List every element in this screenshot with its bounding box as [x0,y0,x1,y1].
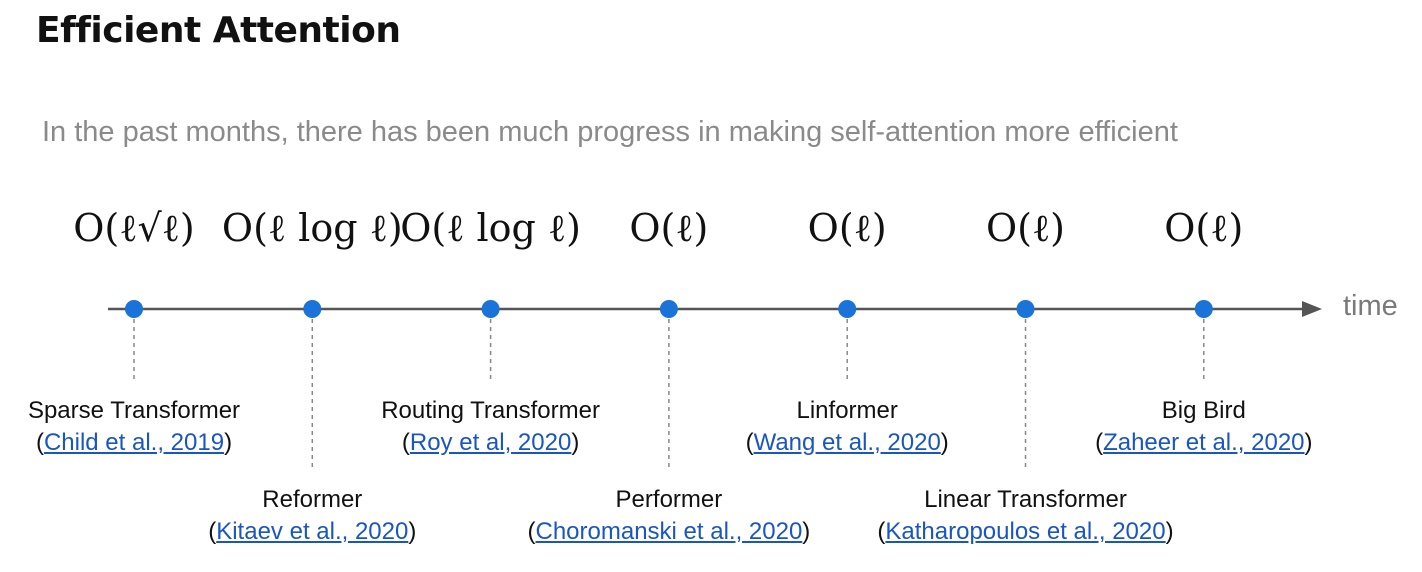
model-citation: (Kitaev et al., 2020) [208,518,417,545]
complexity-label: O(ℓ log ℓ) [400,206,581,250]
model-citation: (Choromanski et al., 2020) [527,518,811,545]
milestone-dot [303,300,322,318]
milestone-dot [125,300,143,318]
model-name: Sparse Transformer [27,397,241,424]
timeline-arrowhead [1302,301,1322,317]
milestone-dot [481,300,500,318]
model-entry: Sparse Transformer (Child et al., 2019) [0,395,314,459]
slide-title: Efficient Attention [36,10,401,51]
model-citation: (Roy et al, 2020) [401,429,580,456]
citation-link[interactable]: Zaheer et al., 2020 [1103,429,1305,456]
model-entry: Routing Transformer (Roy et al, 2020) [311,395,671,459]
model-name: Linformer [796,397,898,424]
model-name: Reformer [262,486,363,513]
complexity-label: O(ℓ log ℓ) [221,206,403,250]
model-entry: Reformer (Kitaev et al., 2020) [132,484,492,548]
model-entry: Big Bird (Zaheer et al., 2020) [1024,395,1384,459]
model-name: Linear Transformer [924,486,1127,513]
model-entry: Linformer (Wang et al., 2020) [667,395,1027,459]
model-name: Big Bird [1161,397,1246,424]
model-entry: Performer (Choromanski et al., 2020) [489,484,849,548]
model-name: Performer [615,486,723,513]
citation-link[interactable]: Wang et al., 2020 [753,429,941,456]
milestone-dot [659,300,678,318]
model-name: Routing Transformer [381,397,600,424]
complexity-label: O(ℓ) [985,206,1065,250]
citation-link[interactable]: Child et al., 2019 [43,429,225,456]
citation-link[interactable]: Roy et al, 2020 [409,429,572,456]
citation-link[interactable]: Choromanski et al., 2020 [535,518,803,545]
complexity-label: O(ℓ) [807,206,887,250]
milestone-dot [1016,300,1035,318]
time-axis-label: time [1343,290,1398,322]
model-entry: Linear Transformer (Katharopoulos et al.,… [846,484,1206,548]
model-citation: (Zaheer et al., 2020) [1095,429,1313,456]
complexity-label: O(ℓ) [629,206,709,250]
model-citation: (Child et al., 2019) [35,429,233,456]
model-citation: (Wang et al., 2020) [745,429,949,456]
citation-link[interactable]: Katharopoulos et al., 2020 [885,518,1166,545]
milestone-dot [838,300,857,318]
citation-link[interactable]: Kitaev et al., 2020 [216,518,409,545]
milestone-dot [1194,300,1213,318]
model-citation: (Katharopoulos et al., 2020) [877,518,1174,545]
slide-subtitle: In the past months, there has been much … [42,116,1178,148]
complexity-label: O(ℓ√ℓ) [73,206,195,250]
complexity-label: O(ℓ) [1164,206,1244,250]
